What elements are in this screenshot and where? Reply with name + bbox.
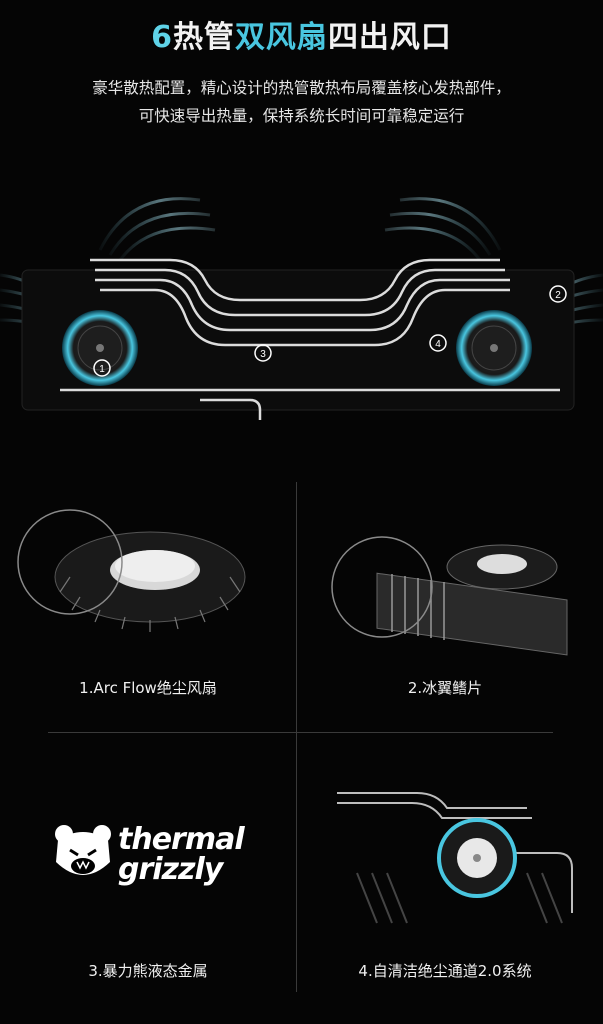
logo-line-2: grizzly xyxy=(118,852,223,887)
cooling-system-illustration: 1 2 3 4 xyxy=(0,197,603,420)
feature-ice-wing-fins: 2.冰翼鳍片 xyxy=(297,482,593,732)
title-part-heatpipe: 热管 xyxy=(172,20,235,55)
description-line-1: 豪华散热配置，精心设计的热管散热布局覆盖核心发热部件， xyxy=(92,79,511,97)
description-line-2: 可快速导出热量，保持系统长时间可靠稳定运行 xyxy=(138,107,465,125)
svg-text:4: 4 xyxy=(435,339,441,350)
marker-4: 4 xyxy=(429,334,447,352)
svg-text:1: 1 xyxy=(99,364,105,375)
feature-caption-4: 4.自清洁绝尘通道2.0系统 xyxy=(358,962,532,980)
thermal-grizzly-logo: thermal grizzly xyxy=(118,822,245,887)
marker-2: 2 xyxy=(549,285,567,303)
title-part-dualfan: 双风扇 xyxy=(234,20,328,55)
title-number: 6 xyxy=(151,20,173,55)
description: 豪华散热配置，精心设计的热管散热布局覆盖核心发热部件， 可快速导出热量，保持系统… xyxy=(0,74,603,130)
feature-caption-2: 2.冰翼鳍片 xyxy=(407,679,483,697)
fan-left xyxy=(62,310,138,386)
feature-dust-channel: 4.自清洁绝尘通道2.0系统 xyxy=(297,733,593,993)
marker-1: 1 xyxy=(93,359,111,377)
feature-caption-3: 3.暴力熊液态金属 xyxy=(88,962,208,980)
bear-logo-icon xyxy=(55,825,111,875)
page-title: 6热管双风扇四出风口 xyxy=(0,12,603,56)
grid-divider-vertical xyxy=(296,482,297,992)
dust-channel-image xyxy=(337,792,573,924)
marker-3: 3 xyxy=(254,344,272,362)
feature-arc-flow-fan: 1.Arc Flow绝尘风扇 xyxy=(0,482,296,732)
feature-caption-1: 1.Arc Flow绝尘风扇 xyxy=(79,679,217,697)
feature-liquid-metal: 3.暴力熊液态金属 xyxy=(0,733,296,993)
heat-pipes xyxy=(60,258,560,420)
fan-closeup-image xyxy=(17,509,246,632)
svg-text:2: 2 xyxy=(555,290,561,301)
fan-right xyxy=(456,310,532,386)
title-part-vents: 四出风口 xyxy=(327,20,452,55)
svg-text:3: 3 xyxy=(260,349,266,360)
grid-divider-horizontal xyxy=(48,732,553,733)
logo-line-1: thermal xyxy=(118,822,245,857)
airflow-left xyxy=(0,197,216,347)
chassis xyxy=(21,269,575,411)
fins-closeup-image xyxy=(331,536,568,656)
